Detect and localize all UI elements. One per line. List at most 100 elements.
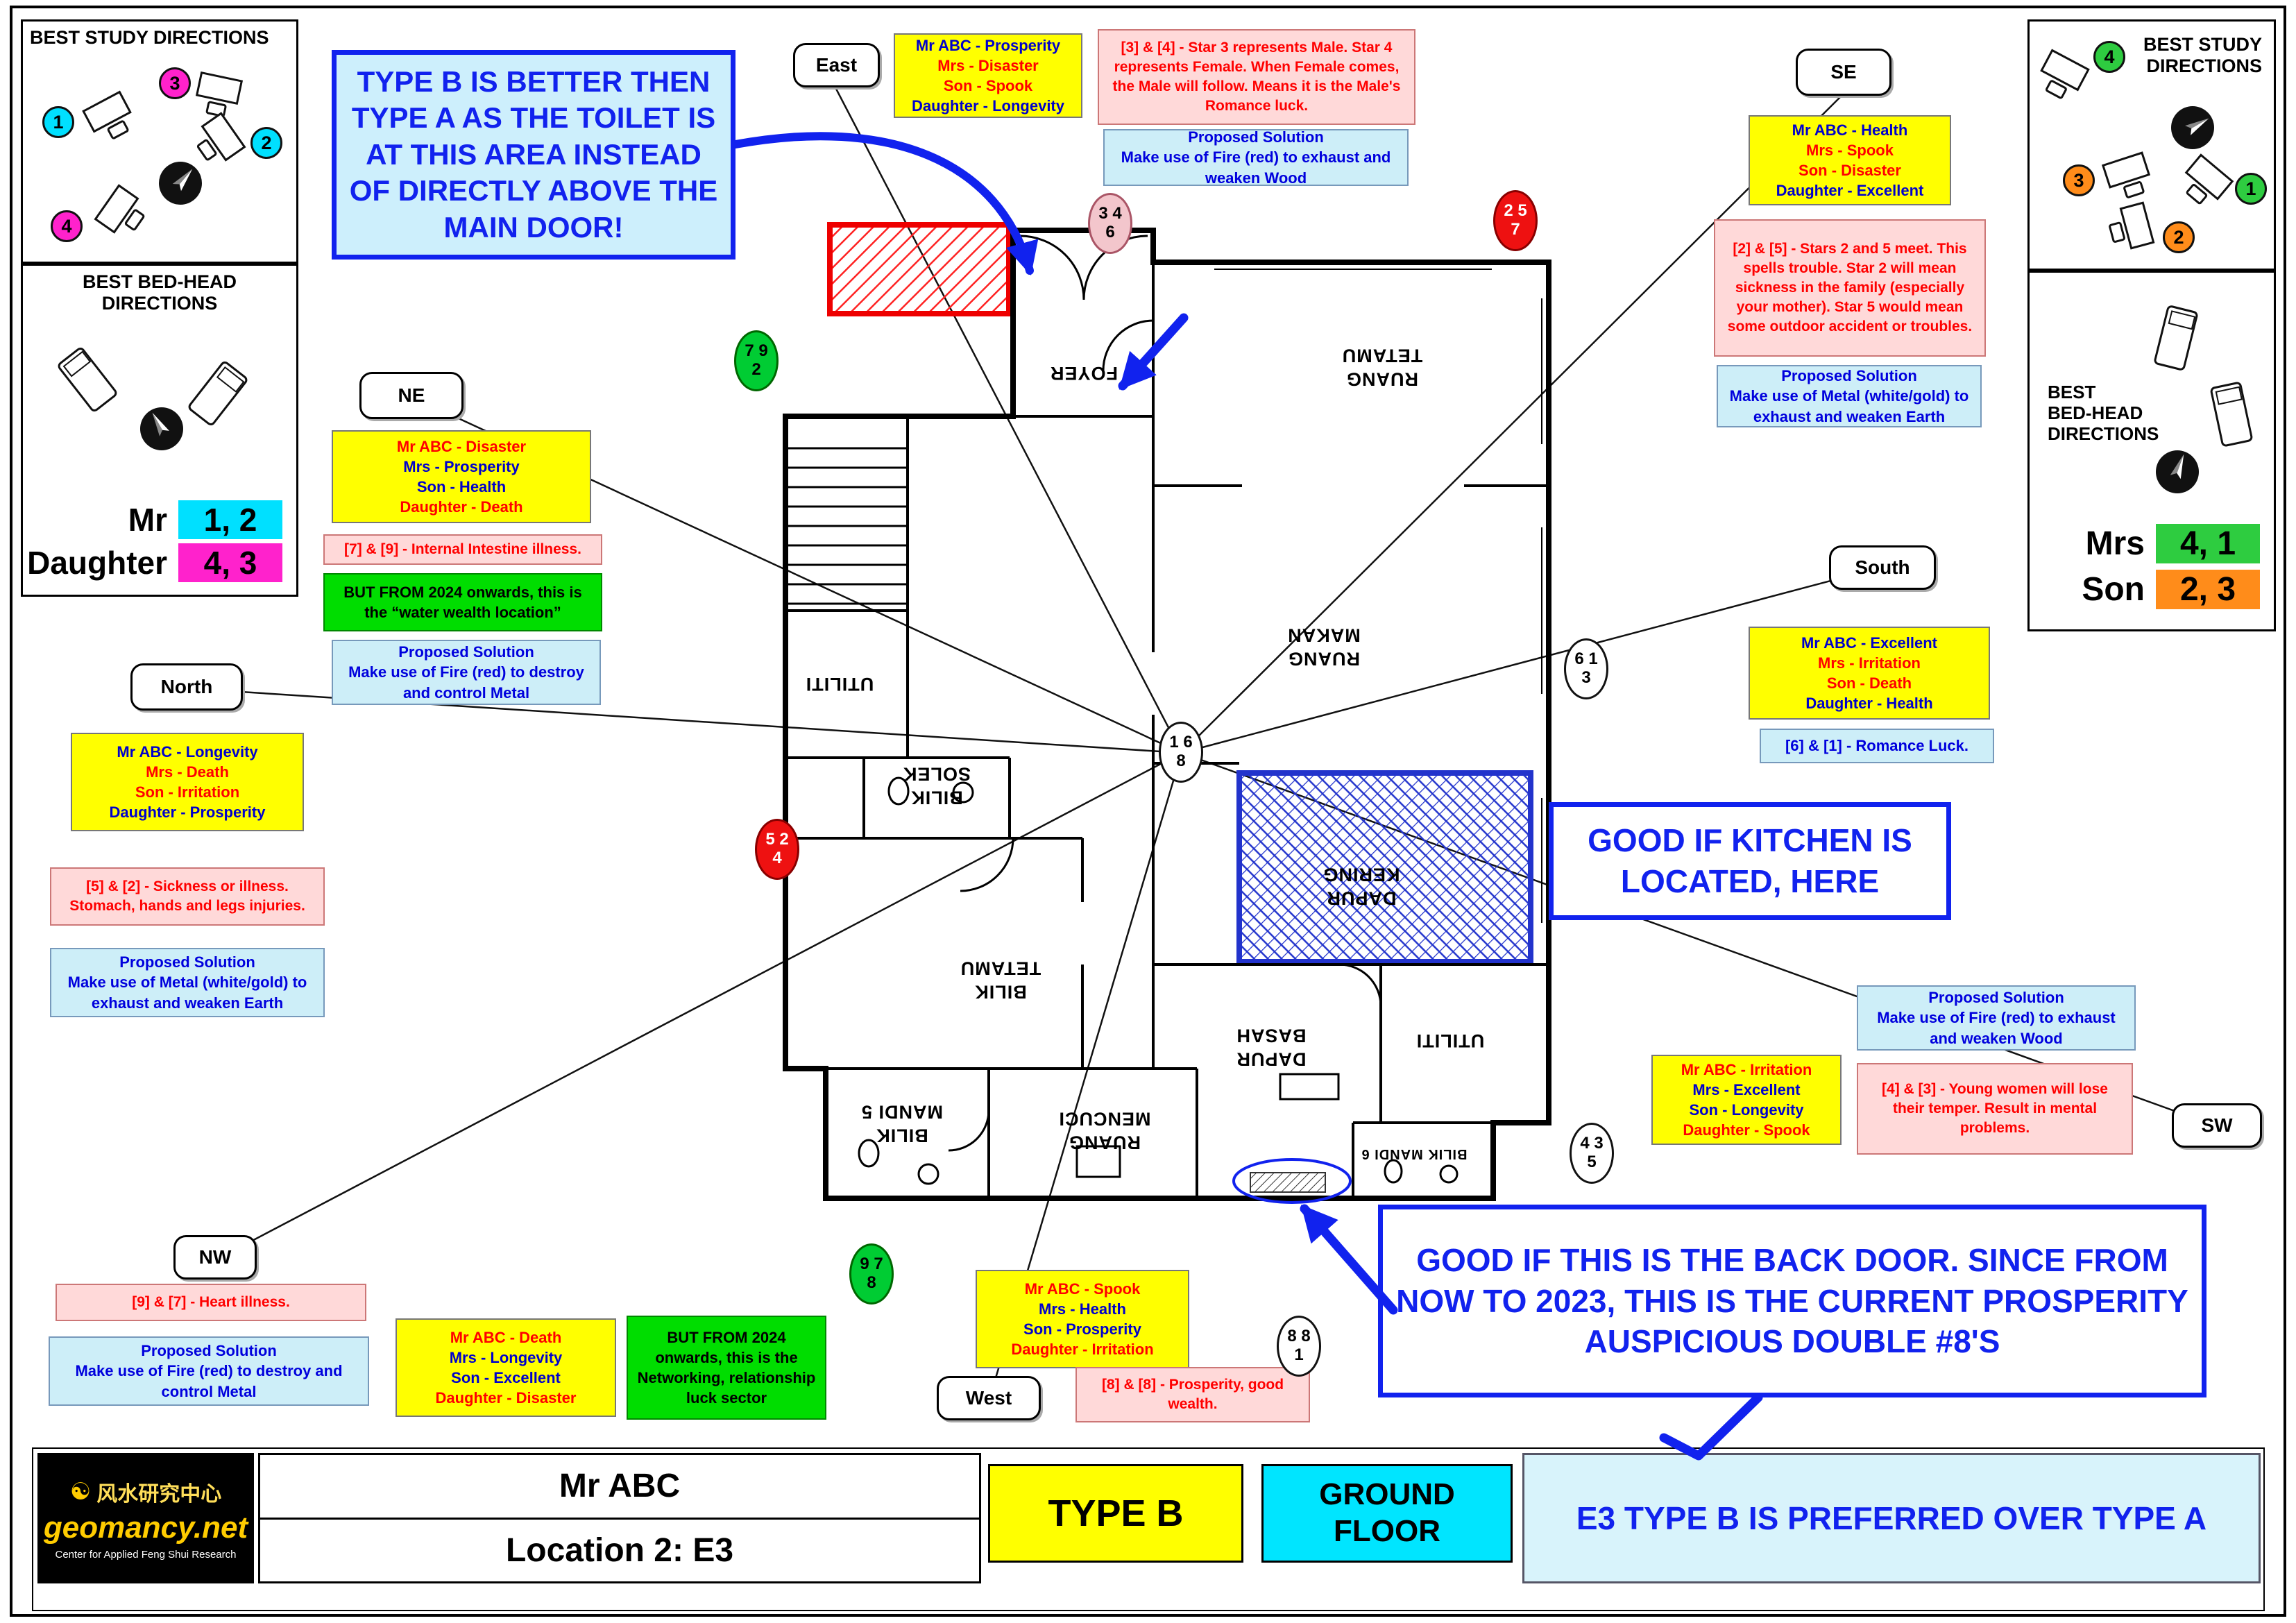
solution-box-se: Proposed Solution Make use of Metal (whi… — [1717, 365, 1982, 427]
family-line: Mr ABC - Longevity — [117, 742, 258, 760]
romance-luck-note-south: [6] & [1] - Romance Luck. — [1760, 729, 1994, 763]
star-top: 9 7 — [860, 1255, 883, 1274]
stairs-icon — [788, 447, 906, 605]
direction-values: 2, 3 — [2156, 570, 2260, 609]
star-top: 4 3 — [1580, 1134, 1604, 1153]
solution-text: Make use of Fire (red) to exhaust and we… — [1121, 148, 1391, 187]
compass-label-ne: NE — [359, 372, 464, 419]
prosperity-note-west: [8] & [8] - Prosperity, good wealth. — [1075, 1367, 1310, 1422]
direction-values: 4, 3 — [178, 543, 282, 582]
warning-box-ne: [7] & [9] - Internal Intestine illness. — [323, 534, 602, 565]
room-label-ruang-makan: RUANG MAKAN — [1287, 624, 1361, 670]
study-seat-1: 1 — [42, 106, 74, 138]
bed-direction-row: Daughter 4, 3 — [27, 543, 282, 582]
panel-title: BEST STUDY — [2143, 34, 2262, 55]
family-line: Son - Longevity — [1689, 1101, 1804, 1119]
family-line: Mr ABC - Spook — [1024, 1280, 1141, 1298]
family-line: Mr ABC - Disaster — [396, 437, 527, 455]
floor-plan-walls — [783, 228, 1551, 1201]
page-border — [10, 6, 2286, 1617]
family-line: Mr ABC - Irritation — [1681, 1060, 1812, 1078]
toilet-red-hatch — [827, 222, 1012, 316]
family-line: Mrs - Excellent — [1692, 1080, 1801, 1098]
family-line: Daughter - Disaster — [435, 1389, 577, 1407]
compass-label-west: West — [937, 1376, 1041, 1420]
flying-star-1-6-8: 1 6 8 — [1159, 722, 1203, 783]
family-line: Son - Disaster — [1798, 162, 1901, 179]
family-luck-box-se: Mr ABC - Health Mrs - Spook Son - Disast… — [1749, 115, 1951, 205]
flying-star-9-7-8: 9 7 8 — [849, 1243, 894, 1305]
best-study-directions-right-panel: BEST STUDY DIRECTIONS 4 3 1 2 — [2027, 19, 2276, 271]
star-base: 4 — [772, 849, 782, 867]
room-label-ruang-mencuci: RUANG MENCUCI — [1058, 1108, 1151, 1153]
room-label-bilik-mandi-5: BILIK MANDI 5 — [861, 1101, 944, 1146]
study-seat-1: 1 — [2235, 173, 2267, 205]
panel-title: BEST STUDY DIRECTIONS — [30, 27, 269, 48]
room-label-utiliti-left: UTILITI — [805, 673, 874, 695]
type-badge: TYPE B — [988, 1464, 1243, 1563]
warning-box-north: [5] & [2] - Sickness or illness. Stomach… — [50, 867, 325, 926]
family-line: Daughter - Death — [400, 498, 523, 516]
solution-title: Proposed Solution — [141, 1342, 277, 1360]
star-base: 6 — [1105, 223, 1115, 241]
family-line: Daughter - Excellent — [1776, 182, 1924, 200]
family-line: Mrs - Disaster — [937, 56, 1039, 74]
star-top: 6 1 — [1574, 649, 1598, 669]
solution-title: Proposed Solution — [1928, 989, 2064, 1007]
person-label: Daughter — [27, 545, 167, 581]
compass-label-north: North — [130, 663, 243, 711]
location-label: Location 2: E3 — [505, 1531, 734, 1569]
family-luck-box-ne: Mr ABC - Disaster Mrs - Prosperity Son -… — [332, 430, 591, 523]
family-line: Mrs - Spook — [1806, 141, 1894, 159]
direction-values: 1, 2 — [178, 500, 282, 539]
family-line: Mr ABC - Excellent — [1801, 634, 1937, 652]
star-base: 8 — [1176, 751, 1186, 770]
solution-title: Proposed Solution — [119, 953, 255, 971]
person-label: Mrs — [2085, 525, 2145, 562]
family-line: Mrs - Longevity — [449, 1348, 563, 1366]
flying-star-8-8-1: 8 8 1 — [1277, 1316, 1321, 1377]
family-line: Son - Irritation — [135, 783, 240, 801]
star-top: 7 9 — [745, 341, 768, 361]
family-line: Daughter - Prosperity — [109, 804, 266, 822]
star-base: 5 — [1587, 1153, 1597, 1171]
flying-star-3-4-6: 3 4 6 — [1088, 193, 1132, 254]
compass-label-se: SE — [1796, 49, 1891, 96]
back-door-hatch — [1250, 1172, 1326, 1193]
compass-icon — [2171, 106, 2214, 149]
family-line: Son - Prosperity — [1023, 1320, 1141, 1338]
compass-icon — [159, 162, 202, 205]
client-name: Mr ABC — [260, 1455, 979, 1520]
panel-title: BEST — [2048, 382, 2096, 402]
windows — [1214, 269, 1542, 923]
desk-icon — [2119, 201, 2155, 250]
best-bed-head-directions-right-panel: BEST BED-HEAD DIRECTIONS Mrs 4, 1 Son 2,… — [2027, 271, 2276, 631]
solution-box-nw: Proposed Solution Make use of Fire (red)… — [49, 1336, 369, 1406]
yin-yang-icon: ☯ — [69, 1478, 92, 1505]
bed-direction-row: Mr 1, 2 — [128, 500, 282, 539]
warning-box-sw: [4] & [3] - Young women will lose their … — [1857, 1063, 2133, 1155]
desk-icon — [2101, 151, 2151, 189]
star-base: 2 — [751, 360, 761, 379]
flying-star-7-9-2: 7 9 2 — [734, 330, 779, 391]
family-line: Daughter - Health — [1805, 695, 1933, 713]
study-seat-4: 4 — [51, 210, 83, 242]
star-top: 8 8 — [1287, 1327, 1311, 1346]
room-label-bilik-solek: BILIK SOLEK — [903, 763, 971, 808]
family-line: Son - Spook — [943, 77, 1033, 94]
solution-title: Proposed Solution — [1188, 128, 1324, 146]
family-line: Daughter - Longevity — [911, 97, 1064, 115]
family-line: Son - Excellent — [451, 1369, 561, 1386]
study-seat-3: 3 — [159, 67, 191, 99]
solution-text: Make use of Metal (white/gold) to exhaus… — [67, 974, 307, 1012]
warning-box-nw: [9] & [7] - Heart illness. — [56, 1284, 366, 1321]
family-line: Son - Death — [1826, 674, 1912, 692]
family-line: Mrs - Prosperity — [403, 457, 520, 475]
family-line: Daughter - Spook — [1683, 1121, 1810, 1139]
person-label: Son — [2082, 571, 2145, 608]
family-luck-box-north: Mr ABC - Longevity Mrs - Death Son - Irr… — [71, 733, 304, 831]
footer-note: E3 TYPE B IS PREFERRED OVER TYPE A — [1522, 1453, 2261, 1583]
toilet-callout: TYPE B IS BETTER THEN TYPE A AS THE TOIL… — [332, 50, 735, 260]
bed-icon — [2209, 381, 2254, 448]
study-seat-2: 2 — [250, 127, 282, 159]
